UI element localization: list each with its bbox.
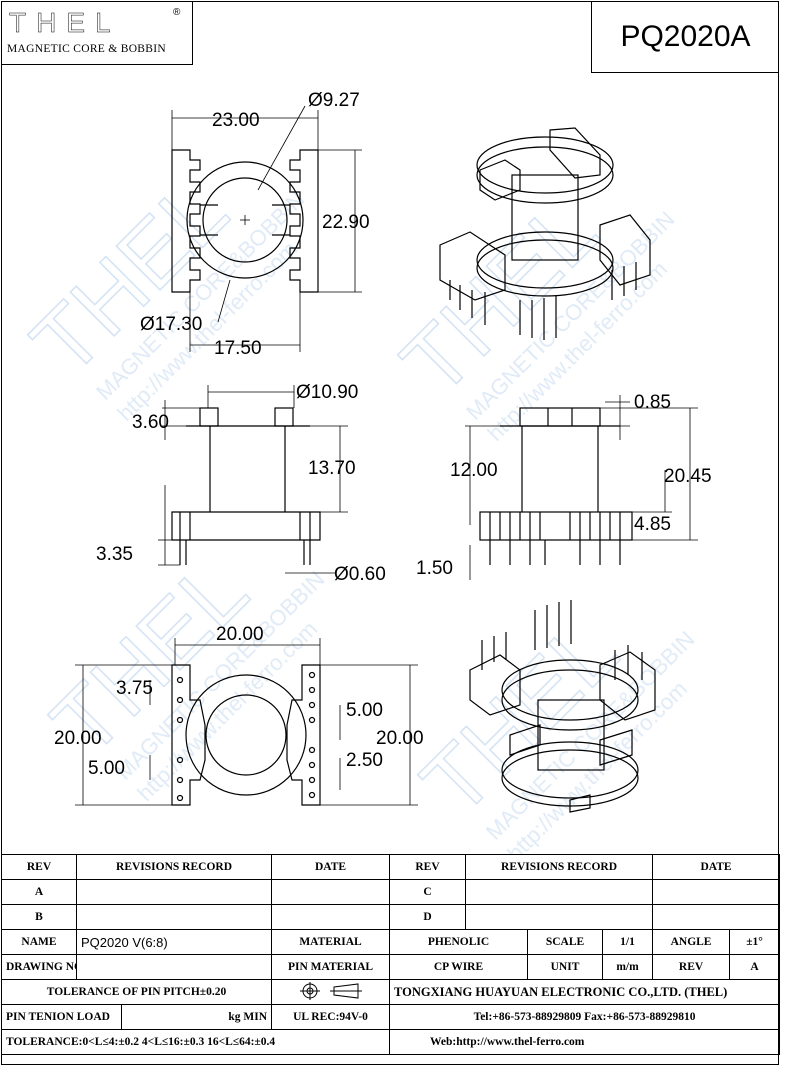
tolerance-pitch-row: TOLERANCE OF PIN PITCH±0.20 TONGXIANG HU…	[0, 979, 781, 1005]
dim-bottom-height-left: 20.00	[54, 728, 102, 749]
dim-front-pin-len: 1.50	[416, 558, 453, 579]
scale-label: SCALE	[527, 929, 604, 955]
revisions-record-label: REVISIONS RECORD	[75, 854, 273, 880]
dim-bottom-pitch-d: 2.50	[346, 750, 383, 771]
dim-side-pin-dia: Ø0.60	[334, 564, 386, 585]
rev-label: REV	[1, 854, 77, 880]
dim-front-total: 20.45	[664, 466, 712, 487]
third-angle-projection-icon	[299, 981, 362, 1000]
dim-bottom-height-right: 20.00	[376, 728, 424, 749]
pin-tension-label: PIN TENION LOAD	[1, 1004, 122, 1030]
pin-tension-unit: kg MIN	[120, 1004, 273, 1030]
dim-bottom-pitch-b: 5.00	[346, 700, 383, 721]
part-number-box: PQ2020A	[591, 1, 779, 73]
dim-top-width: 23.00	[212, 110, 260, 131]
dim-top-inner-width: 17.50	[214, 338, 262, 359]
logo-subtitle: MAGNETIC CORE & BOBBIN	[7, 43, 166, 55]
dim-front-h1: 12.00	[450, 460, 498, 481]
name-row: NAME PQ2020 V(6:8) MATERIAL PHENOLIC SCA…	[1, 929, 781, 955]
dim-front-wall: 0.85	[634, 392, 671, 413]
tolerance-row: TOLERANCE:0<L≤4:±0.2 4<L≤16:±0.3 16<L≤64…	[0, 1029, 781, 1055]
pin-material-label: PIN MATERIAL	[271, 954, 391, 980]
front-view	[465, 395, 698, 580]
sheet-border	[1, 1, 779, 1065]
title-block: REV REVISIONS RECORD DATE REV REVISIONS …	[0, 854, 781, 1055]
rev-a: A	[1, 879, 77, 905]
part-number: PQ2020A	[620, 19, 751, 53]
dim-bottom-pitch-a: 3.75	[116, 678, 153, 699]
technical-drawing: THEL MAGNETIC CORE&BOBBIN http://www.the…	[13, 90, 712, 854]
general-tolerance: TOLERANCE:0<L≤4:±0.2 4<L≤16:±0.3 16<L≤64…	[0, 1029, 391, 1055]
dim-top-height: 22.90	[322, 212, 370, 233]
dim-top-core-dia: Ø9.27	[308, 90, 360, 111]
material-value: PHENOLIC	[389, 929, 529, 955]
scale-value: 1/1	[602, 929, 654, 955]
dim-front-pin-row: 4.85	[634, 514, 671, 535]
revisions-record-label-right: REVISIONS RECORD	[465, 854, 654, 880]
dim-side-pin-len: 3.35	[96, 544, 133, 565]
revision-row-b: B D	[1, 904, 781, 930]
top-view	[171, 105, 362, 352]
logo-registered-mark: ®	[173, 7, 181, 18]
rev-value: A	[729, 954, 781, 980]
dim-bottom-pitch-c: 5.00	[88, 758, 125, 779]
company-name: TONGXIANG HUAYUAN ELECTRONIC CO.,LTD. (T…	[389, 979, 781, 1005]
ul-rec: UL REC:94V-0	[271, 1004, 391, 1030]
drawing-no-row: DRAWING NO PIN MATERIAL CP WIRE UNIT m/m…	[1, 954, 781, 980]
unit-value: m/m	[602, 954, 654, 980]
drawing-no-label: DRAWING NO	[1, 954, 77, 980]
rev-b: B	[1, 904, 77, 930]
angle-label: ANGLE	[652, 929, 731, 955]
logo-box: THEL ® MAGNETIC CORE & BOBBIN	[1, 1, 193, 65]
side-view	[158, 385, 348, 574]
revision-row-a: A C	[1, 879, 781, 905]
dimension-labels: 23.00 Ø9.27 22.90 Ø17.30 17.50 Ø10.90 3.…	[54, 90, 712, 779]
date-label: DATE	[271, 854, 391, 880]
angle-value: ±1°	[729, 929, 781, 955]
website: Web:http://www.thel-ferro.com	[389, 1029, 781, 1055]
name-value: PQ2020 V(6:8)	[75, 929, 273, 955]
unit-label: UNIT	[527, 954, 604, 980]
contact-info: Tel:+86-573-88929809 Fax:+86-573-8892981…	[389, 1004, 781, 1030]
projection-symbol	[271, 979, 391, 1005]
rev-c: C	[389, 879, 467, 905]
pin-material-value: CP WIRE	[389, 954, 529, 980]
name-label: NAME	[1, 929, 77, 955]
tolerance-pin-pitch: TOLERANCE OF PIN PITCH±0.20	[0, 979, 273, 1005]
dim-top-outer-dia: Ø17.30	[140, 314, 202, 335]
pin-tension-row: PIN TENION LOAD kg MIN UL REC:94V-0 Tel:…	[1, 1004, 781, 1030]
revision-header-row: REV REVISIONS RECORD DATE REV REVISIONS …	[1, 854, 781, 880]
isometric-view-top	[439, 127, 651, 340]
dim-side-height: 13.70	[308, 458, 356, 479]
logo-wordmark: THEL	[9, 7, 121, 39]
rev-d: D	[389, 904, 467, 930]
date-label-right: DATE	[652, 854, 781, 880]
isometric-view-bottom	[469, 600, 656, 813]
material-label: MATERIAL	[271, 929, 391, 955]
rev-label-2: REV	[652, 954, 731, 980]
rev-label-right: REV	[389, 854, 467, 880]
dim-bottom-width: 20.00	[216, 624, 264, 645]
dim-side-flange: 3.60	[132, 412, 169, 433]
bottom-view	[75, 638, 418, 806]
dim-side-dia: Ø10.90	[296, 382, 358, 403]
